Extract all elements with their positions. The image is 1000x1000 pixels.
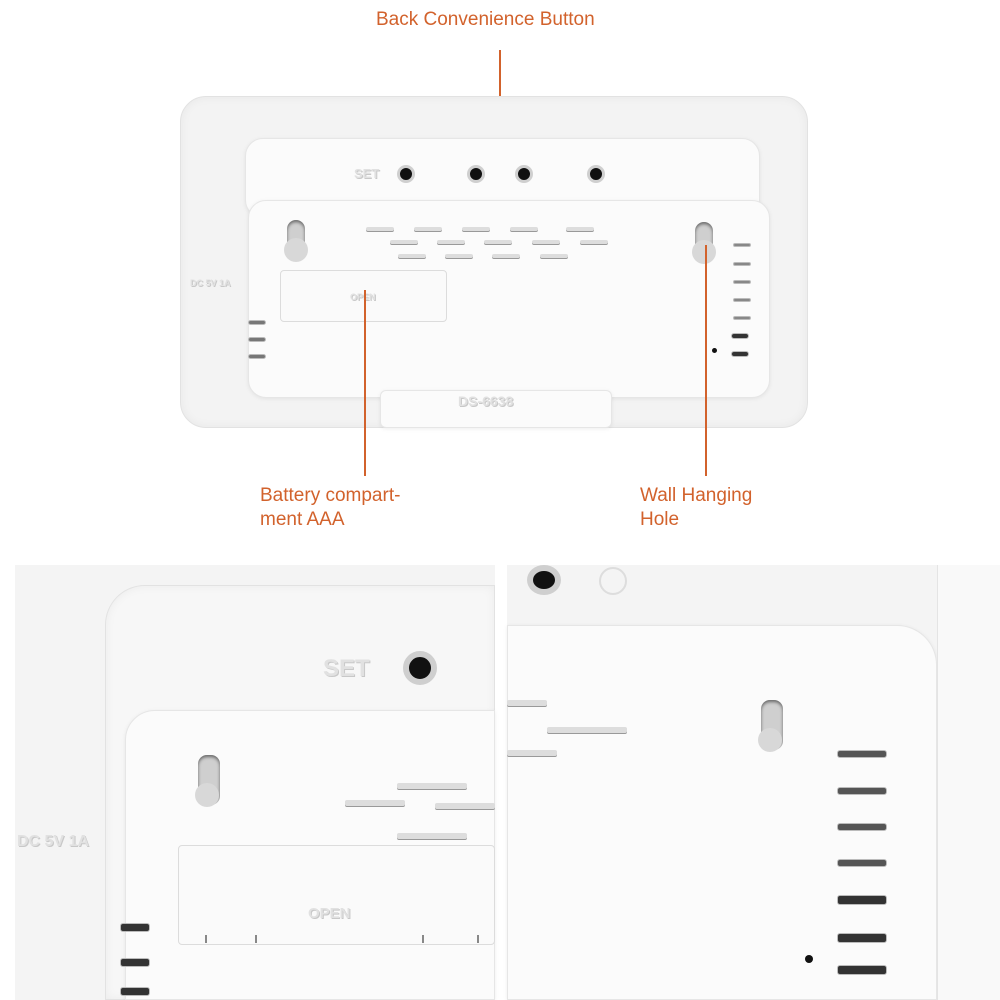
power-marking: DC 5V 1A	[190, 278, 231, 288]
detail-left: SET OPEN DC 5V 1A	[15, 565, 495, 1000]
callout-battery: Battery compart- ment AAA	[260, 485, 401, 530]
wall-hole-detail-right	[758, 700, 783, 752]
detail-right	[507, 565, 1000, 1000]
callout-wall-hole: Wall Hanging Hole	[640, 485, 753, 530]
stand-tab	[380, 390, 612, 428]
open-marking: OPEN	[350, 292, 376, 302]
set-marking-detail: SET	[323, 655, 370, 682]
down-button[interactable]	[515, 165, 533, 183]
back-panel-detail-right	[507, 625, 937, 1000]
wall-hole-detail	[195, 755, 220, 807]
model-marking: DS-6638	[458, 393, 514, 409]
power-marking-detail: DC 5V 1A	[17, 833, 90, 850]
open-marking-detail: OPEN	[308, 905, 351, 922]
callout-back-button: Back Convenience Button	[376, 9, 595, 30]
set-button-detail[interactable]	[403, 651, 437, 685]
reset-hole[interactable]	[712, 348, 717, 353]
callout-line-wall-hole	[705, 245, 707, 476]
battery-door-detail[interactable]	[178, 845, 495, 945]
alarm-button-detail[interactable]	[527, 565, 561, 595]
battery-door[interactable]	[280, 270, 447, 322]
wall-hole-left	[284, 220, 308, 262]
wall-hole-right	[692, 222, 716, 264]
alarm-clock-icon	[599, 567, 627, 595]
alarm-button[interactable]	[587, 165, 605, 183]
set-button[interactable]	[397, 165, 415, 183]
reset-hole-detail[interactable]	[805, 955, 813, 963]
set-marking: SET	[354, 166, 380, 181]
up-button[interactable]	[467, 165, 485, 183]
callout-line-battery	[364, 290, 366, 476]
